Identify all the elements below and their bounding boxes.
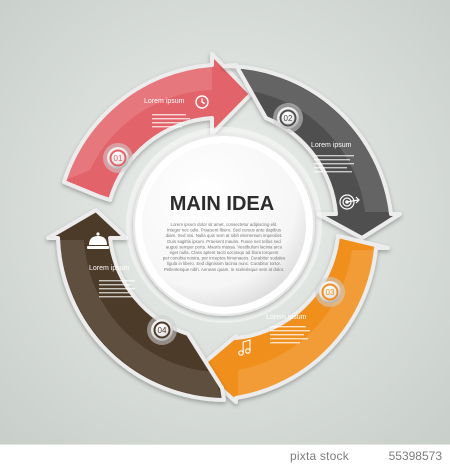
segment-03-number-badge: 03	[315, 277, 345, 307]
footer-bar: pixta stock 55398573	[0, 444, 450, 469]
segment-03-gloss	[238, 250, 374, 396]
segment-02-text-lines	[314, 155, 354, 173]
segment-03-text-lines	[270, 326, 310, 344]
music-icon	[238, 339, 251, 356]
image-id: 55398573	[388, 449, 442, 463]
segment-04-number-badge: 04	[147, 315, 177, 345]
center-title: MAIN IDEA	[170, 193, 274, 215]
center-body-line: augue semper porta. Mauris massa. Vestib…	[166, 244, 283, 249]
segment-02-gloss	[226, 68, 389, 212]
target-icon	[339, 194, 360, 210]
segment-01-number: 01	[114, 154, 123, 163]
brand-watermark: pixta stock	[290, 449, 349, 463]
center-hub: MAIN IDEA Lorem ipsum dolor sit amet, co…	[126, 127, 322, 323]
segment-04-text-lines	[99, 280, 135, 298]
segment-04-band	[46, 208, 226, 402]
segment-04-heading: Lorem ipsum	[89, 265, 130, 272]
segment-04: Lorem ipsum 04	[46, 208, 226, 402]
segment-01-text-lines	[152, 114, 190, 128]
segment-04-number: 04	[158, 326, 167, 335]
segment-03: Lorem ipsum 03	[196, 234, 390, 404]
segment-01-gloss	[66, 67, 212, 180]
center-body-line: per conubia nostra, per inceptos himenae…	[163, 256, 286, 261]
center-body: Lorem ipsum dolor sit amet, consectetur …	[163, 222, 286, 272]
segment-02-band	[222, 63, 402, 240]
center-body-line: diam. Sed nisi. Nulla quis sem at nibh e…	[166, 233, 283, 238]
segment-03-number: 03	[326, 288, 335, 297]
center-body-line: Pellentesque nibh. Aenean quam. In scele…	[164, 267, 284, 272]
center-body-line: ligula in libero. Sed dignissim lacinia …	[167, 261, 281, 266]
segment-01-heading: Lorem ipsum	[144, 98, 185, 105]
segment-02: Lorem ipsum 02	[222, 63, 402, 240]
center-body-line: Duis sagittis ipsum. Praesent mauris. Fu…	[167, 239, 281, 244]
center-body-line: eget nulla. Class aptent taciti sociosqu…	[170, 250, 280, 255]
segment-02-number: 02	[284, 114, 293, 123]
cake-icon	[87, 232, 109, 249]
clock-icon	[195, 95, 209, 109]
segment-02-heading: Lorem ipsum	[311, 142, 352, 149]
segment-03-heading: Lorem ipsum	[266, 314, 307, 321]
center-body-line: Lorem ipsum dolor sit amet, consectetur …	[171, 222, 278, 227]
segment-02-number-badge: 02	[273, 103, 303, 133]
center-body-line: Integer nec odio. Praesent libero. Sed c…	[167, 228, 282, 233]
segment-01-number-badge: 01	[103, 143, 133, 173]
segment-04-gloss	[60, 240, 222, 398]
segment-01: Lorem ipsum 01	[62, 52, 253, 202]
